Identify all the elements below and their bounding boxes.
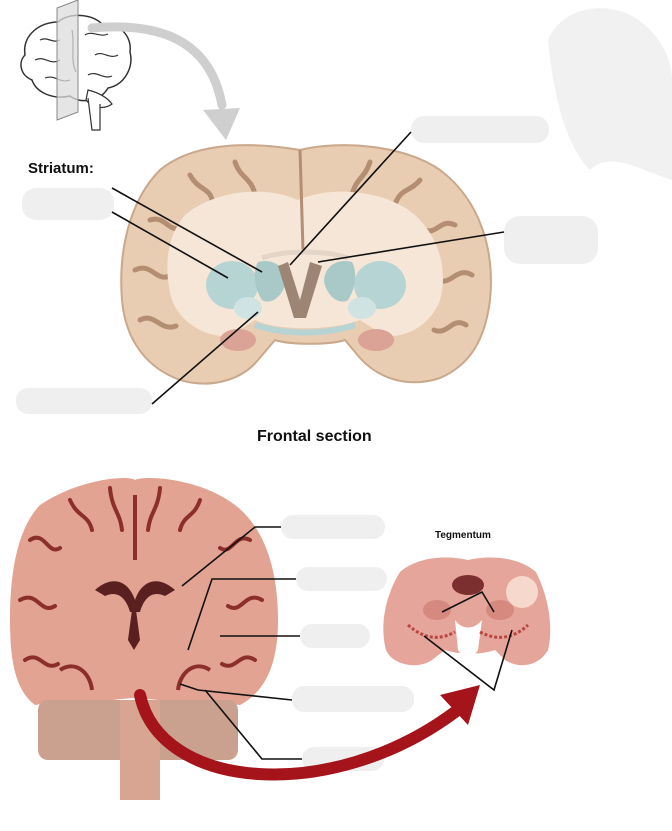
blank-label-top-right[interactable] xyxy=(411,116,549,143)
tegmentum-label: Tegmentum xyxy=(435,530,491,541)
blank-label-tegmentum[interactable] xyxy=(506,576,538,608)
leader-line xyxy=(111,187,263,273)
leader-line xyxy=(204,689,302,760)
blank-label-cadaver-4[interactable] xyxy=(292,686,414,712)
leader-line xyxy=(179,683,293,701)
leader-line xyxy=(151,311,259,405)
leader-line xyxy=(317,231,505,263)
cadaver-brain-slice xyxy=(10,478,278,800)
midbrain-section xyxy=(383,557,551,666)
blank-label-cadaver-3[interactable] xyxy=(300,624,370,648)
striatum-heading: Striatum: xyxy=(28,160,94,177)
blank-label-bottom-left[interactable] xyxy=(16,388,152,414)
blank-label-striatum[interactable] xyxy=(22,188,114,220)
leader-line xyxy=(441,590,495,613)
leader-line xyxy=(423,629,513,692)
blank-label-cadaver-2[interactable] xyxy=(296,567,387,591)
whole-brain-icon xyxy=(20,0,132,131)
leader-line xyxy=(181,526,281,587)
blank-label-mid-right[interactable] xyxy=(504,216,598,264)
erased-scribble xyxy=(548,8,672,180)
coronal-section-illustration xyxy=(120,144,492,385)
leader-line xyxy=(289,131,412,266)
blank-label-cadaver-1[interactable] xyxy=(281,515,385,539)
leader-line xyxy=(187,578,296,651)
red-curved-arrow xyxy=(134,685,480,781)
leader-line xyxy=(111,211,229,279)
gray-curved-arrow xyxy=(87,22,240,140)
frontal-section-caption: Frontal section xyxy=(257,428,372,445)
